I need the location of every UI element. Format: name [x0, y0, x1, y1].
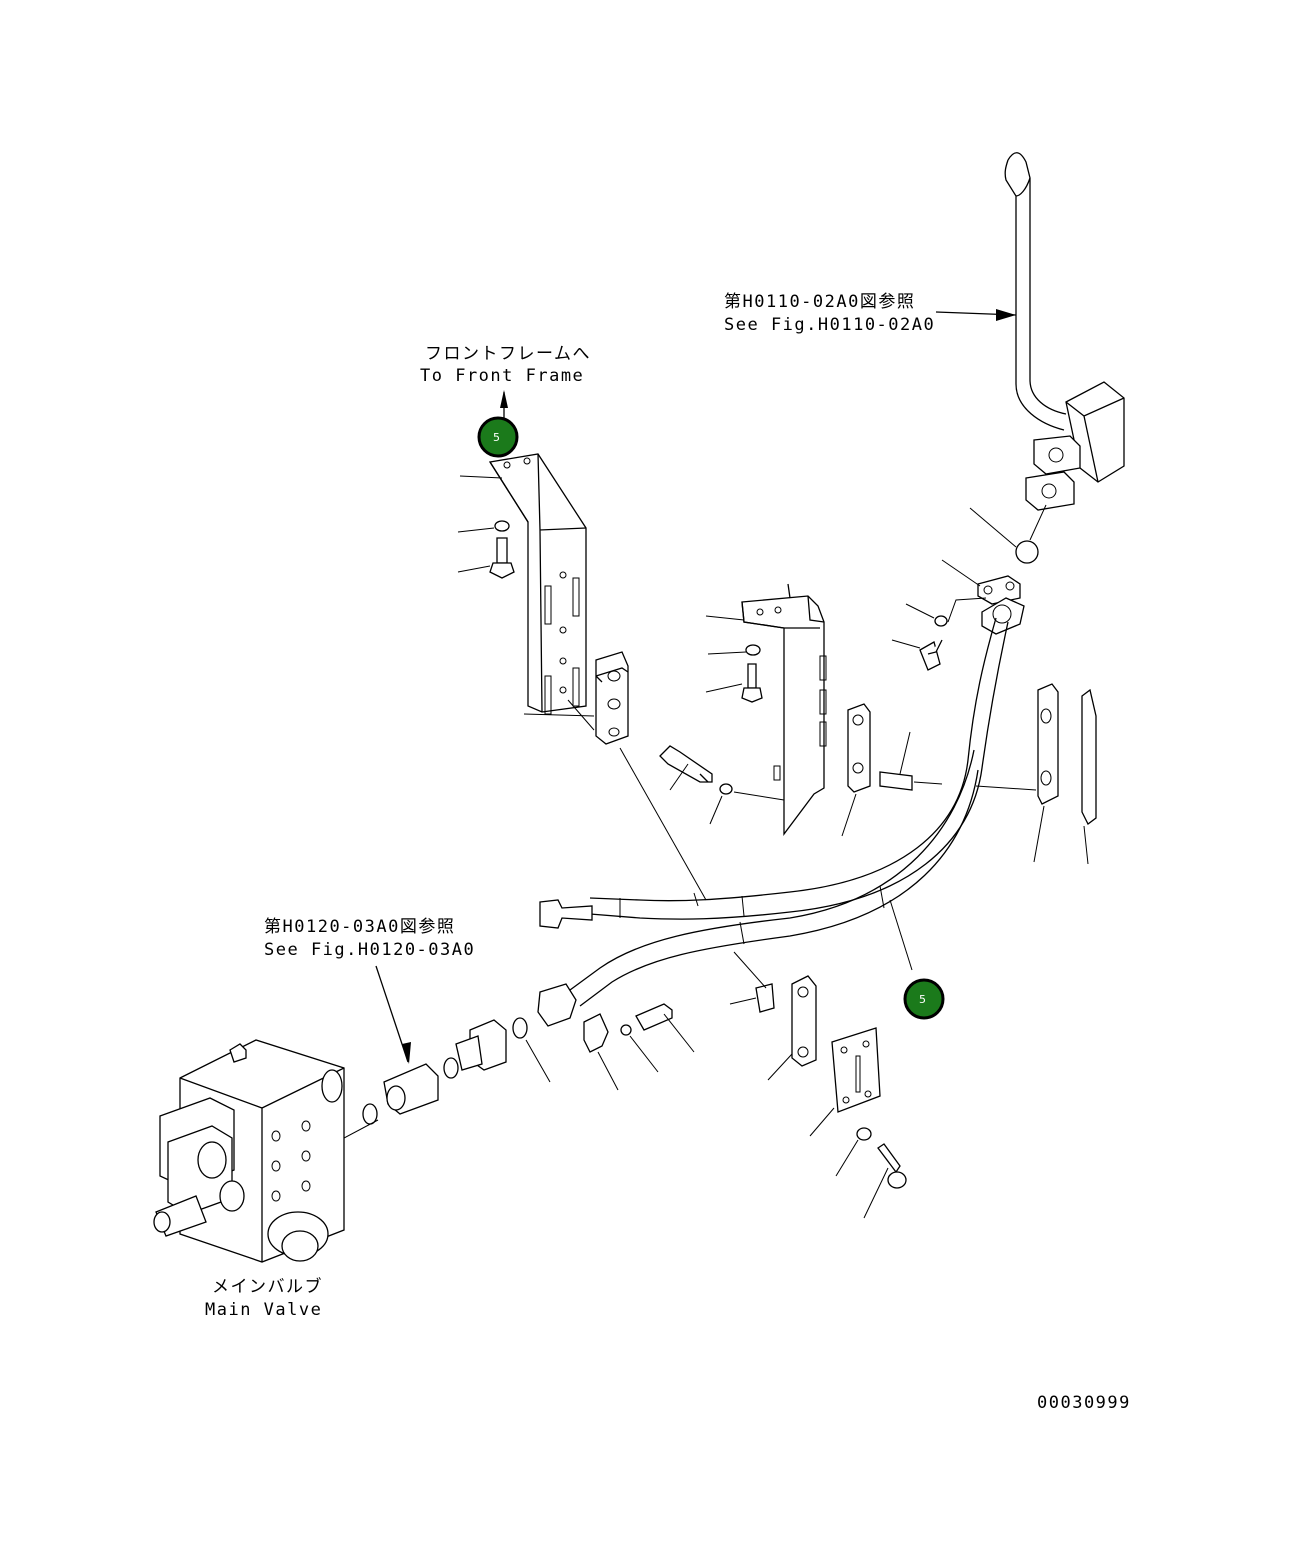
bracket-left: [457, 453, 587, 715]
label-ref-lower-jp: 第H0120-03A0図参照: [264, 917, 455, 937]
lower-plate: [809, 1027, 907, 1219]
label-ref-lower-en: See Fig.H0120-03A0: [264, 940, 475, 960]
clamp-block-middle: [841, 703, 943, 837]
label-main-valve-jp: メインバルブ: [212, 1276, 323, 1297]
drawing-number: 00030999: [1037, 1393, 1131, 1413]
main-valve-body: [153, 1039, 345, 1263]
label-main-valve-en: Main Valve: [205, 1300, 322, 1320]
callout-badge-lower[interactable]: 5: [903, 978, 945, 1020]
bracket-middle: [705, 583, 827, 836]
long-bolt: [659, 745, 785, 825]
lower-fittings: [512, 951, 817, 1091]
arrow-ref-upper: [935, 309, 1017, 321]
split-flange-top: [891, 559, 1025, 671]
label-front-frame-jp: フロントフレームへ: [425, 344, 591, 364]
valve-adapter-fittings: [279, 1019, 507, 1173]
clamp-block-left: [523, 651, 707, 901]
clamp-block-right: [975, 683, 1097, 865]
svg-text:5: 5: [493, 431, 500, 444]
hose-upper: [539, 617, 1009, 929]
label-front-frame-en: To Front Frame: [420, 366, 584, 386]
arrow-ref-lower: [375, 965, 411, 1064]
arrow-to-front-frame: [500, 390, 508, 418]
hose-lower: [537, 749, 979, 1027]
label-ref-upper-jp: 第H0110-02A0図参照: [724, 292, 915, 312]
callout-badge-upper[interactable]: 5: [477, 416, 519, 458]
label-ref-upper-en: See Fig.H0110-02A0: [724, 315, 935, 335]
svg-text:5: 5: [919, 993, 926, 1006]
upper-pipe-assembly: [969, 152, 1125, 564]
